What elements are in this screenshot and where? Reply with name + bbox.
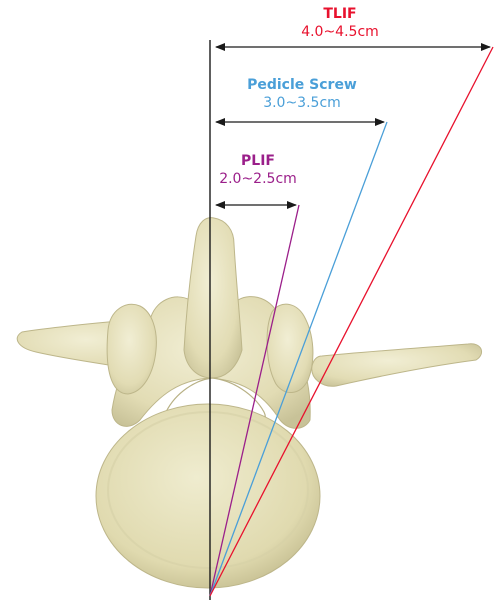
pedicle-screw-label: Pedicle Screw 3.0~3.5cm [232,76,372,112]
spinous-process [184,218,242,378]
plif-name: PLIF [208,152,308,170]
vertebra-illustration [17,218,481,588]
tlif-name: TLIF [300,5,380,23]
tlif-label: TLIF 4.0~4.5cm [300,5,380,41]
plif-label: PLIF 2.0~2.5cm [208,152,308,188]
pedicle-screw-range: 3.0~3.5cm [232,94,372,112]
pedicle-screw-name: Pedicle Screw [232,76,372,94]
vertebral-body [96,404,320,588]
plif-range: 2.0~2.5cm [208,170,308,188]
tlif-range: 4.0~4.5cm [300,23,380,41]
